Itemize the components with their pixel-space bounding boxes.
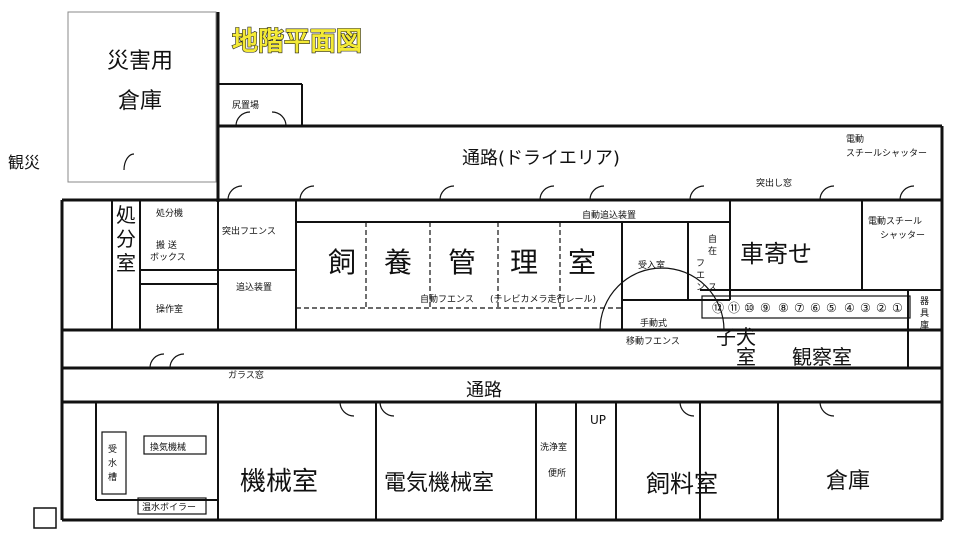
label-koinu-2: 室 xyxy=(736,345,756,369)
kennel-num: ⑨ xyxy=(760,301,771,315)
label-denki: 電気機械室 xyxy=(384,471,494,496)
label-garasu: ガラス窓 xyxy=(228,369,264,381)
label-hanso-2: ボックス xyxy=(150,252,186,263)
kennel-num: ⑩ xyxy=(744,301,755,315)
inner-walls xyxy=(95,83,942,520)
disaster-storage-label-2: 倉庫 xyxy=(118,89,162,114)
label-senzai: 便所 xyxy=(548,467,566,479)
label-kanryo: 尻置場 xyxy=(232,99,259,111)
kennel-num: ⑪ xyxy=(728,301,740,315)
kennel-num: ⑥ xyxy=(810,301,821,315)
label-passage-dry: 通路(ドライエリア) xyxy=(462,148,620,169)
label-tsukidashi-window: 突出し窓 xyxy=(756,177,792,189)
disaster-storage-label-1: 災害用 xyxy=(107,49,173,74)
label-shiyo-4: 理 xyxy=(510,246,538,279)
label-shutter-1a: 電動 xyxy=(846,134,864,145)
kennel-cages: ⑫ ⑪ ⑩ ⑨ ⑧ ⑦ ⑥ ⑤ ④ ③ ② ① xyxy=(701,295,911,319)
kanki-box xyxy=(143,435,207,455)
label-jusuiso-3: 槽 xyxy=(108,471,117,483)
label-ukeire: 受入室 xyxy=(638,259,665,271)
jusuiso-box xyxy=(101,431,127,495)
label-kiki: 機械室 xyxy=(240,467,318,497)
kennel-num: ③ xyxy=(860,301,871,315)
label-shobun-machine: 処分機 xyxy=(156,207,183,219)
kennel-num: ④ xyxy=(844,301,855,315)
label-jizai-4: エ xyxy=(696,271,705,281)
label-kanki: 換気機械 xyxy=(150,441,186,453)
label-shokyakuko-1: 器 xyxy=(920,296,929,307)
kennel-num: ① xyxy=(892,301,903,315)
label-shokyakuko-3: 庫 xyxy=(920,319,929,331)
label-hanso-1: 搬 送 xyxy=(156,239,177,251)
label-jusuiso-1: 受 xyxy=(108,443,117,455)
label-shokyakuko-2: 具 xyxy=(920,308,929,319)
label-passage: 通路 xyxy=(466,380,502,401)
kennel-num: ② xyxy=(876,301,887,315)
boiler-box xyxy=(137,497,207,515)
kennel-num: ⑧ xyxy=(778,301,789,315)
label-boiler: 温水ボイラー xyxy=(142,501,196,513)
label-shobun-3: 室 xyxy=(116,251,136,275)
label-shutter-2a: 電動スチール xyxy=(868,216,922,227)
label-koinu-1: 子犬 xyxy=(716,325,756,349)
label-shiryo: 飼料室 xyxy=(646,470,718,498)
label-jizai-6: ス xyxy=(708,283,717,293)
label-shiyo-5: 室 xyxy=(568,246,596,279)
label-up: UP xyxy=(590,413,606,427)
label-jizai-1: 自 xyxy=(708,233,717,245)
edge-fragment: 観災 xyxy=(8,153,40,172)
label-jizai-2: 在 xyxy=(708,245,717,257)
label-shiyo-1: 飼 xyxy=(328,246,356,279)
corner-box xyxy=(33,507,57,529)
label-shiyo-2: 養 xyxy=(384,246,412,279)
fence-lines xyxy=(296,222,622,309)
label-shobun-2: 分 xyxy=(116,227,136,251)
label-jizai-5: ン xyxy=(696,283,705,293)
door-arcs xyxy=(123,111,915,417)
label-soko: 倉庫 xyxy=(826,469,870,494)
disaster-storage-box xyxy=(67,11,217,183)
label-shutter-2b: シャッター xyxy=(880,230,925,241)
label-kurumayose: 車寄せ xyxy=(740,240,812,268)
outer-walls xyxy=(60,12,944,522)
label-kansatsu: 観察室 xyxy=(792,345,852,369)
plan-title: 地階平面図 xyxy=(232,27,362,57)
kennel-num: ⑦ xyxy=(794,301,805,315)
label-shobun-1: 処 xyxy=(116,203,136,227)
label-shutter-1b: スチールシャッター xyxy=(846,148,927,159)
label-shudo-2: 移動フエンス xyxy=(626,335,680,347)
kennel-num: ⑤ xyxy=(826,301,837,315)
label-sosa-room: 操作室 xyxy=(156,303,183,315)
label-hakobikomi: 追込装置 xyxy=(236,281,272,293)
label-shudo-1: 手動式 xyxy=(640,317,667,329)
label-jusuiso-2: 水 xyxy=(108,457,117,469)
label-tv-rail: (テレビカメラ走行レール) xyxy=(490,293,596,305)
label-jizai-3: フ xyxy=(696,259,705,269)
label-senjo: 洗浄室 xyxy=(540,441,567,453)
label-auto-fence: 自動フエンス xyxy=(420,293,474,305)
label-auto-hakobikomi: 自動追込装置 xyxy=(582,209,636,221)
label-tsukidashi-fence: 突出フエンス xyxy=(222,225,276,237)
label-shiyo-3: 管 xyxy=(448,246,476,279)
